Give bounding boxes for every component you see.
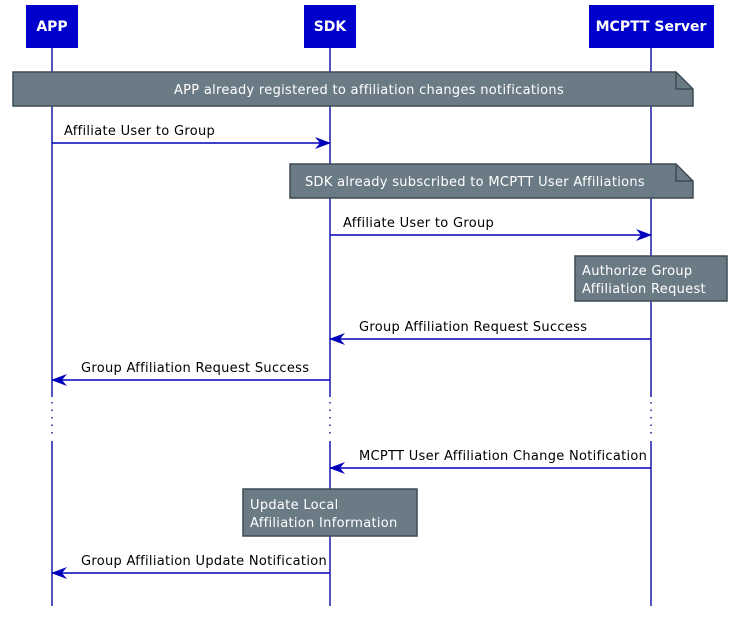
note-shape [289,163,694,199]
note-text-line-1: Authorize Group [582,264,692,279]
message-success-server-sdk: Group Affiliation Request Success [329,320,651,345]
message-label: Group Affiliation Update Notification [81,554,327,569]
message-label: MCPTT User Affiliation Change Notificati… [359,449,647,464]
note-fold [675,72,693,90]
note-text: SDK already subscribed to MCPTT User Aff… [305,175,645,190]
message-change-notification: MCPTT User Affiliation Change Notificati… [329,449,651,474]
note-shape [12,71,694,107]
note-authorize: Authorize Group Affiliation Request [574,255,728,302]
actor-box [589,5,714,48]
actor-server: MCPTT Server [589,5,714,48]
note-update-local: Update Local Affiliation Information [242,488,418,537]
message-label: Affiliate User to Group [343,216,494,231]
message-label: Group Affiliation Request Success [359,320,587,335]
actor-app: APP [26,5,78,48]
actor-box [26,5,78,48]
note-text-line-2: Affiliation Request [582,282,706,297]
actor-box [304,5,356,48]
actor-sdk: SDK [304,5,356,48]
actor-label: MCPTT Server [596,19,707,35]
note-text-line-1: Update Local [250,498,339,513]
actor-label: APP [36,19,67,35]
note-shape [242,488,418,537]
message-affiliate-app-sdk: Affiliate User to Group [52,124,331,149]
message-update-notification: Group Affiliation Update Notification [51,554,330,579]
message-affiliate-sdk-server: Affiliate User to Group [330,216,652,241]
note-text-line-2: Affiliation Information [250,516,398,531]
message-success-sdk-app: Group Affiliation Request Success [51,361,330,386]
message-label: Group Affiliation Request Success [81,361,309,376]
note-fold [675,164,693,182]
note-app-registered: APP already registered to affiliation ch… [12,71,694,107]
note-text: APP already registered to affiliation ch… [174,83,564,98]
actor-label: SDK [314,19,348,35]
note-sdk-subscribed: SDK already subscribed to MCPTT User Aff… [289,163,694,199]
message-label: Affiliate User to Group [64,124,215,139]
note-shape [574,255,728,302]
